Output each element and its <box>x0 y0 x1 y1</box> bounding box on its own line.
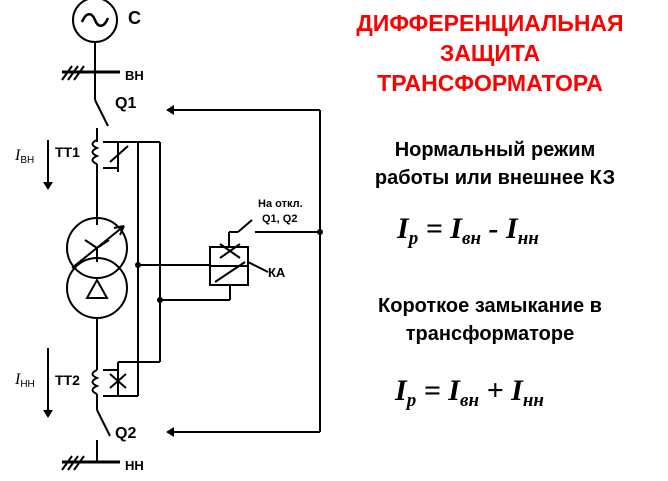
tap-arrowhead <box>113 225 125 236</box>
hv-bus-hatch-2 <box>67 65 79 81</box>
hv-bus-label: ВН <box>125 68 144 83</box>
ct2-diag-2 <box>109 373 127 389</box>
relay-ka-diag-2 <box>219 243 241 259</box>
node-dot-right <box>157 297 163 303</box>
breaker-q2-blade <box>96 409 111 437</box>
fault-heading-line-2: трансформаторе <box>405 323 575 345</box>
lv-bus-hatch-1 <box>61 455 73 471</box>
normal-heading-line-2: работы или внешнее КЗ <box>374 167 616 189</box>
ct1-coil <box>91 139 100 165</box>
transformer-lv-winding <box>66 257 128 319</box>
hv-bus-hatch-1 <box>61 65 73 81</box>
breaker-q1-blade <box>94 99 109 127</box>
ct2-coil <box>91 369 100 395</box>
relay-label: КА <box>268 265 286 280</box>
trip-contact-blade <box>237 219 253 233</box>
delta-symbol-icon <box>85 277 109 299</box>
trip-label-line2: Q1, Q2 <box>262 213 297 225</box>
fault-formula: Iр = Iвн + Iнн <box>395 374 544 411</box>
trip-label-line1: На откл. <box>258 198 303 210</box>
fault-heading: Короткое замыкание в трансформаторе <box>330 292 650 348</box>
title-line-1: ДИФФЕРЕНЦИАЛЬНАЯ <box>356 10 624 36</box>
fault-heading-line-1: Короткое замыкание в <box>378 295 602 317</box>
slide-title: ДИФФЕРЕНЦИАЛЬНАЯ ЗАЩИТА ТРАНСФОРМАТОРА <box>320 8 660 98</box>
lv-bus-hatch-2 <box>67 455 79 471</box>
breaker-q1-label: Q1 <box>115 95 136 112</box>
normal-heading-line-1: Нормальный режим <box>394 139 596 161</box>
relay-ka-leader <box>247 261 269 273</box>
title-line-2: ЗАЩИТА <box>439 40 541 66</box>
node-dot-left <box>135 262 141 268</box>
ct1-diag <box>109 145 129 163</box>
ct2-label: ТТ2 <box>55 372 80 388</box>
generator-label: C <box>128 8 141 28</box>
normal-formula: Iр = Iвн - Iнн <box>397 212 539 249</box>
lv-bus-hatch-3 <box>73 455 85 471</box>
title-line-3: ТРАНСФОРМАТОРА <box>377 70 603 96</box>
normal-mode-heading: Нормальный режим работы или внешнее КЗ <box>340 136 650 192</box>
breaker-q2-label: Q2 <box>115 425 136 442</box>
hv-bus-hatch-3 <box>73 65 85 81</box>
i-hv-symbol: IВН <box>14 147 34 166</box>
node-dot-relay <box>317 229 323 235</box>
lv-bus-label: НН <box>125 458 144 473</box>
i-lv-symbol: IНН <box>14 371 35 390</box>
tap-changer-arrow <box>71 225 125 269</box>
generator-sine-icon <box>80 13 110 27</box>
ct1-label: ТТ1 <box>55 144 80 160</box>
